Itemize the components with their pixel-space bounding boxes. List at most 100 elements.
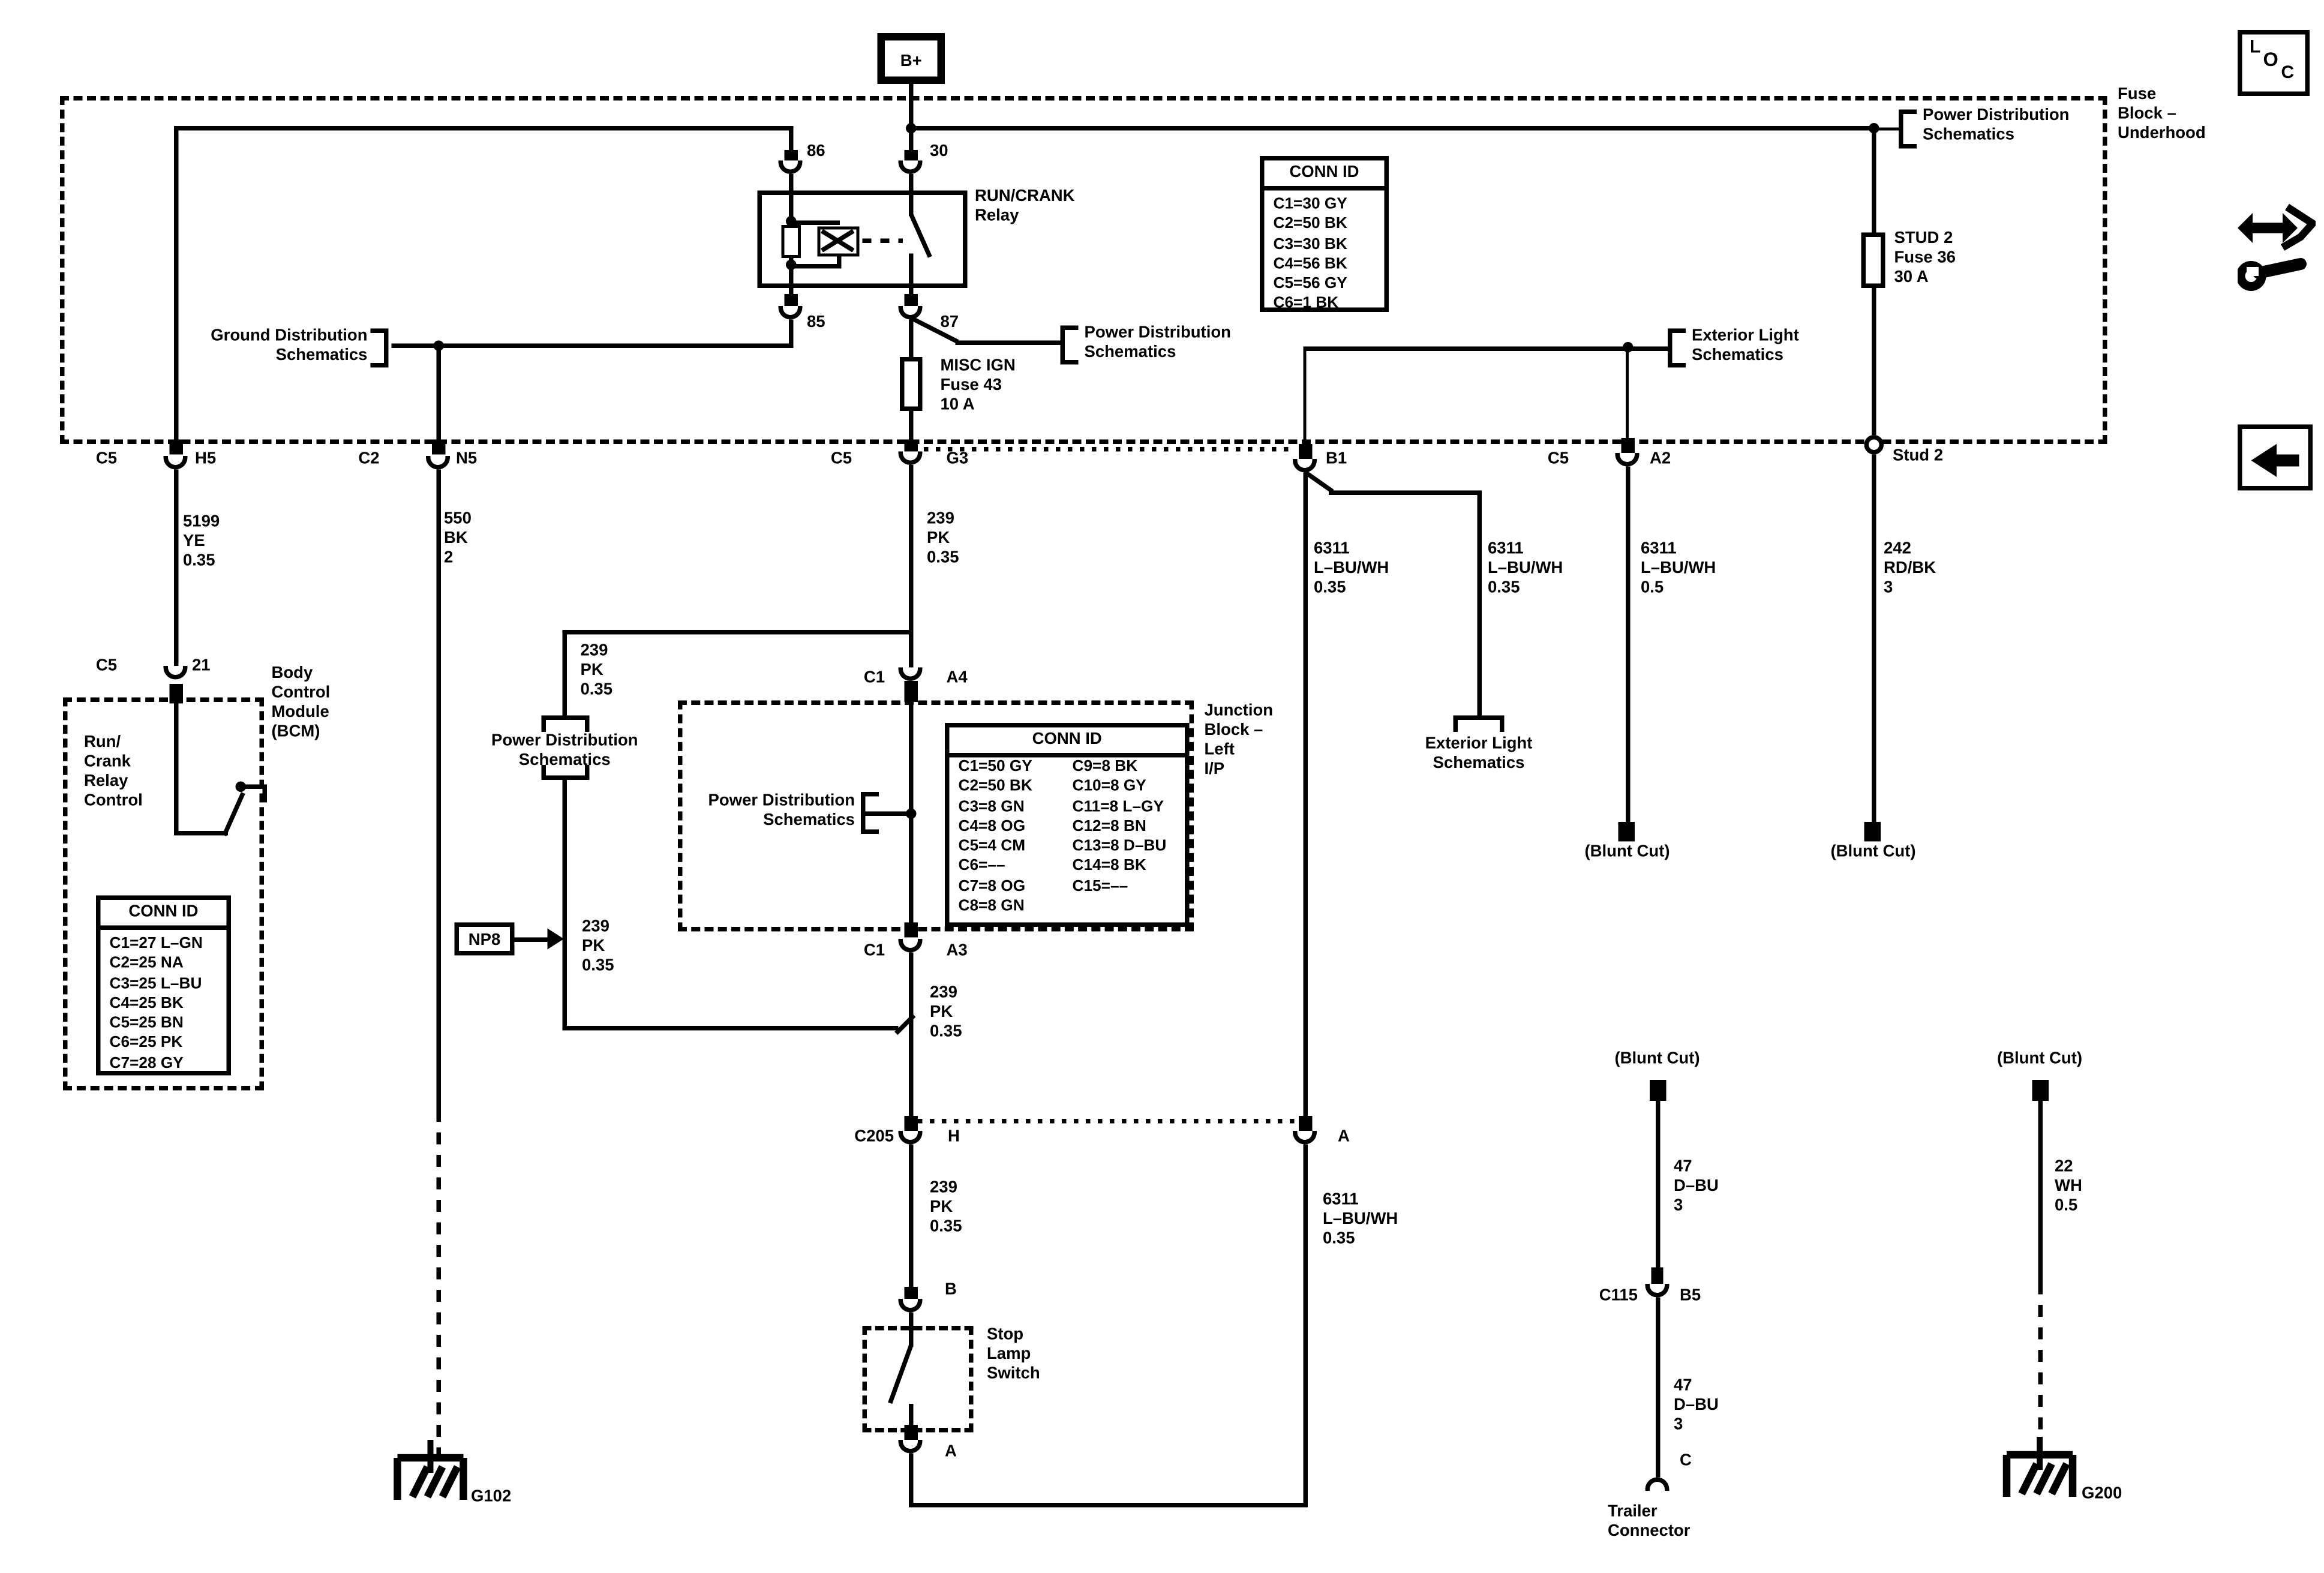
ref-bracket-tick xyxy=(865,792,879,797)
loc-letter-l: L xyxy=(2250,36,2261,57)
loc-button[interactable]: L O C xyxy=(2238,30,2310,96)
conn-id-title: CONN ID xyxy=(100,900,227,930)
a3-wire-label: 239 PK 0.35 xyxy=(930,984,962,1041)
stud2-fuse-label: STUD 2 Fuse 36 30 A xyxy=(1894,229,1956,287)
stop-lamp-switch-label: Stop Lamp Switch xyxy=(987,1326,1040,1383)
conn-id-rows-right: C9=8 BK C10=8 GY C11=8 L–GY C12=8 BN C13… xyxy=(1072,757,1167,895)
loop-top-wire xyxy=(562,630,913,635)
conn-id-title: CONN ID xyxy=(1264,161,1385,191)
component-location-tool-icon[interactable] xyxy=(2238,201,2316,294)
a4-connector-icon xyxy=(898,667,923,681)
a4-conn-label: C1 xyxy=(863,669,885,687)
blunt-cut-label: (Blunt Cut) xyxy=(1996,1050,2083,1068)
g102-label: G102 xyxy=(471,1488,512,1506)
bcm-switch-hook xyxy=(262,784,267,802)
lamp-a-connector-icon xyxy=(898,1440,923,1454)
ref-bracket-tick xyxy=(1672,363,1686,368)
offpage-tick xyxy=(584,765,589,777)
n5-connector-icon xyxy=(426,456,450,470)
run-crank-relay-label: RUN/CRANK Relay xyxy=(975,187,1075,226)
np8-arrow-shaft xyxy=(514,936,549,941)
lamp-b-pin-label: B xyxy=(945,1281,957,1299)
stud2-fuse-icon xyxy=(1861,232,1885,288)
blunt-cut-label: (Blunt Cut) xyxy=(1830,843,1916,861)
blunt-cut-terminal xyxy=(1863,822,1880,842)
back-arrow-shaft xyxy=(2275,454,2299,467)
n5-pin-label: N5 xyxy=(456,450,478,468)
top-rail-right xyxy=(908,126,1874,131)
c205-connector-icon xyxy=(898,1131,923,1145)
bcm-driver-wire xyxy=(173,702,178,834)
lamp-wire xyxy=(908,1453,913,1506)
relay-resistor-icon xyxy=(780,225,800,258)
bcm-pin-label: 21 xyxy=(192,657,211,675)
blunt-cut-label: (Blunt Cut) xyxy=(1614,1050,1700,1068)
junction-dot xyxy=(905,807,916,818)
power-distribution-ref-label: Power Distribution Schematics xyxy=(1084,324,1231,362)
h5-wire xyxy=(173,469,178,666)
trailer-wire-label: 47 D–BU 3 xyxy=(1674,1158,1719,1215)
h5-wire-label: 5199 YE 0.35 xyxy=(183,513,220,570)
trailer-wire xyxy=(1655,1101,1660,1271)
relay-coil-icon xyxy=(817,226,860,257)
a2-conn-label: C5 xyxy=(1547,450,1569,468)
ext-branch-wire xyxy=(1476,490,1481,716)
exterior-light-ref-label: Exterior Light Schematics xyxy=(1692,327,1799,365)
ref-bracket-tick xyxy=(1903,143,1917,148)
bcm-c5-21-connector-icon xyxy=(163,666,188,680)
coil-node xyxy=(785,259,796,270)
pin85-label: 85 xyxy=(807,313,825,332)
c115-connector-icon xyxy=(1645,1284,1670,1298)
pin86-connector-icon xyxy=(778,160,803,174)
a3-connector-icon xyxy=(898,939,923,953)
pin85-stub xyxy=(788,288,793,296)
n5-wire-label: 550 BK 2 xyxy=(444,510,472,567)
conn-id-rows-left: C1=50 GY C2=50 BK C3=8 GN C4=8 OG C5=4 C… xyxy=(958,757,1032,915)
blunt-cut-terminal xyxy=(2031,1080,2048,1101)
h5-pin-label: H5 xyxy=(195,450,217,468)
ref-bracket-tick xyxy=(1672,328,1686,333)
b1-terminal xyxy=(1298,444,1312,459)
trailer-wire2 xyxy=(1655,1297,1660,1478)
b1-wire xyxy=(1302,472,1307,1116)
power-distribution-ref-label: Power Distribution Schematics xyxy=(491,732,638,770)
b1-branch-wire-label: 6311 L–BU/WH 0.35 xyxy=(1488,540,1563,597)
n5-wire-dashed xyxy=(436,1110,440,1455)
loop-bottom-wire xyxy=(562,1025,898,1030)
offpage-bar xyxy=(1453,715,1505,720)
misc-ign-wire xyxy=(908,411,913,441)
a2-wire-label: 6311 L–BU/WH 0.5 xyxy=(1641,540,1716,597)
pin85-connector-icon xyxy=(778,306,803,320)
b-plus-label: B+ xyxy=(900,52,922,71)
offpage-tick xyxy=(541,720,545,732)
power-distribution-ref-label: Power Distribution Schematics xyxy=(1923,106,2070,145)
relay-actuation-dashed-link xyxy=(862,238,903,242)
top-rail-left xyxy=(173,126,793,131)
pin86-wire xyxy=(788,174,793,191)
b1-connector-icon xyxy=(1293,459,1317,473)
offpage-bar xyxy=(541,715,589,720)
bcm-switch-bar xyxy=(243,784,267,788)
lamp-a-pin-label: A xyxy=(945,1443,957,1461)
ref-bracket xyxy=(1899,109,1903,148)
power-distribution-ref-label: Power Distribution Schematics xyxy=(708,792,855,830)
g3-wire xyxy=(908,465,913,668)
bcm-outline xyxy=(63,697,264,1091)
loop-right-wire xyxy=(1302,1144,1307,1506)
h5-feed-wire xyxy=(173,126,178,444)
pin87-connector-icon xyxy=(898,306,923,320)
c205-conn-label: C205 xyxy=(854,1128,894,1146)
coil-branch xyxy=(788,220,839,224)
g200-label: G200 xyxy=(2082,1485,2122,1503)
back-button[interactable] xyxy=(2238,424,2313,491)
loop-a-terminal xyxy=(1298,1116,1312,1131)
b-plus-terminal-box: B+ xyxy=(877,33,945,84)
bcm-driver-wire xyxy=(173,830,227,835)
n5-feed-wire xyxy=(436,343,440,445)
b1-pin-label: B1 xyxy=(1326,450,1347,468)
ref-link xyxy=(1873,127,1902,131)
loc-letter-c: C xyxy=(2281,61,2295,83)
h5-connector-icon xyxy=(163,456,188,470)
pin30-wire xyxy=(908,174,913,191)
a2-pin-label: A2 xyxy=(1650,450,1671,468)
